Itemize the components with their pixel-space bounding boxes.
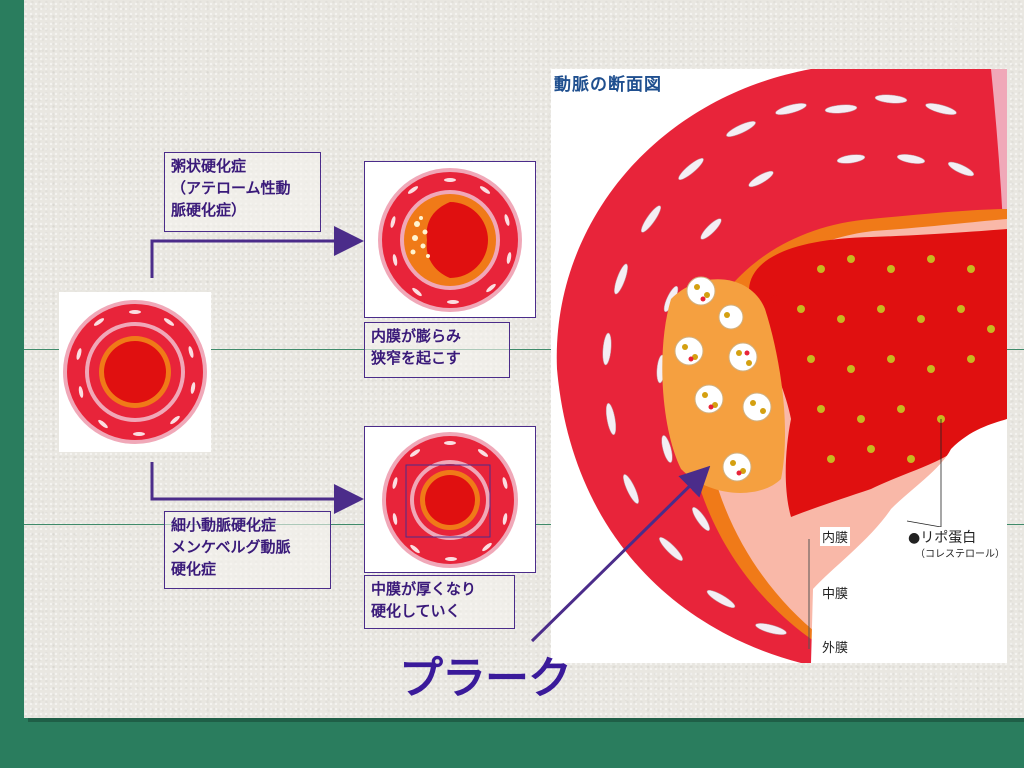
arteriolosclerosis-result-label: 中膜が厚くなり 硬化していく xyxy=(364,575,515,629)
plaque-label: プラーク xyxy=(399,653,572,704)
artery-cross-section-figure xyxy=(551,69,1007,663)
arteriolosclerosis-artery-cross-section xyxy=(364,426,536,573)
normal-artery-cross-section xyxy=(59,292,211,452)
lumen xyxy=(749,229,1007,517)
lipoprotein-label: ●リポ蛋白 xyxy=(908,527,977,547)
atherosclerosis-label: 粥状硬化症 （アテローム性動 脈硬化症） xyxy=(164,152,321,232)
arrow-to-arteriolosclerosis xyxy=(150,462,364,514)
arrow-to-atherosclerosis xyxy=(150,226,364,278)
intima-label: 内膜 xyxy=(820,527,851,546)
arteriolosclerosis-label: 細小動脈硬化症 メンケベルグ動脈 硬化症 xyxy=(164,511,331,589)
adventitia-label: 外膜 xyxy=(820,637,851,656)
lipoprotein-dots xyxy=(797,255,995,463)
cholesterol-label: （コレステロール） xyxy=(915,545,1005,560)
divider-line-top xyxy=(24,349,1024,350)
media-label: 中膜 xyxy=(820,583,851,602)
figure-title: 動脈の断面図 xyxy=(554,75,662,95)
media-muscle-cells xyxy=(602,94,975,635)
atherosclerosis-result-label: 内膜が膨らみ 狭窄を起こす xyxy=(364,322,510,378)
atherosclerosis-artery-cross-section xyxy=(364,161,536,318)
muscle-cells xyxy=(76,310,196,436)
plaque-cluster xyxy=(662,276,786,493)
